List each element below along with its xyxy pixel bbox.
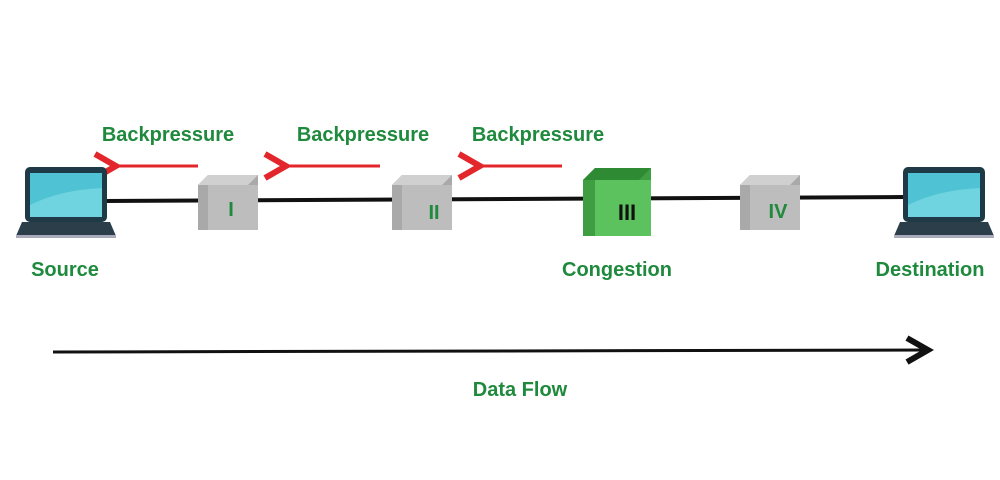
router-III-congested: III	[583, 168, 651, 236]
router-I: I	[198, 175, 258, 230]
backpressure-1: Backpressure	[102, 124, 234, 166]
source-label: Source	[31, 259, 99, 281]
router-label: I	[228, 199, 234, 221]
backpressure-label: Backpressure	[102, 124, 234, 146]
destination-label: Destination	[876, 259, 985, 281]
source-laptop-icon	[16, 167, 116, 238]
router-II: II	[392, 175, 452, 230]
backpressure-2: Backpressure	[286, 124, 429, 166]
router-label: III	[618, 200, 636, 225]
router-IV: IV	[740, 175, 800, 230]
data-flow-arrow	[52, 350, 928, 352]
backpressure-label: Backpressure	[297, 124, 429, 146]
destination-laptop-icon	[894, 167, 994, 238]
router-label: IV	[769, 201, 789, 223]
backpressure-3: Backpressure	[472, 124, 604, 166]
congestion-label: Congestion	[562, 259, 672, 281]
data-flow-label: Data Flow	[473, 379, 568, 401]
router-label: II	[428, 202, 439, 224]
backpressure-label: Backpressure	[472, 124, 604, 146]
